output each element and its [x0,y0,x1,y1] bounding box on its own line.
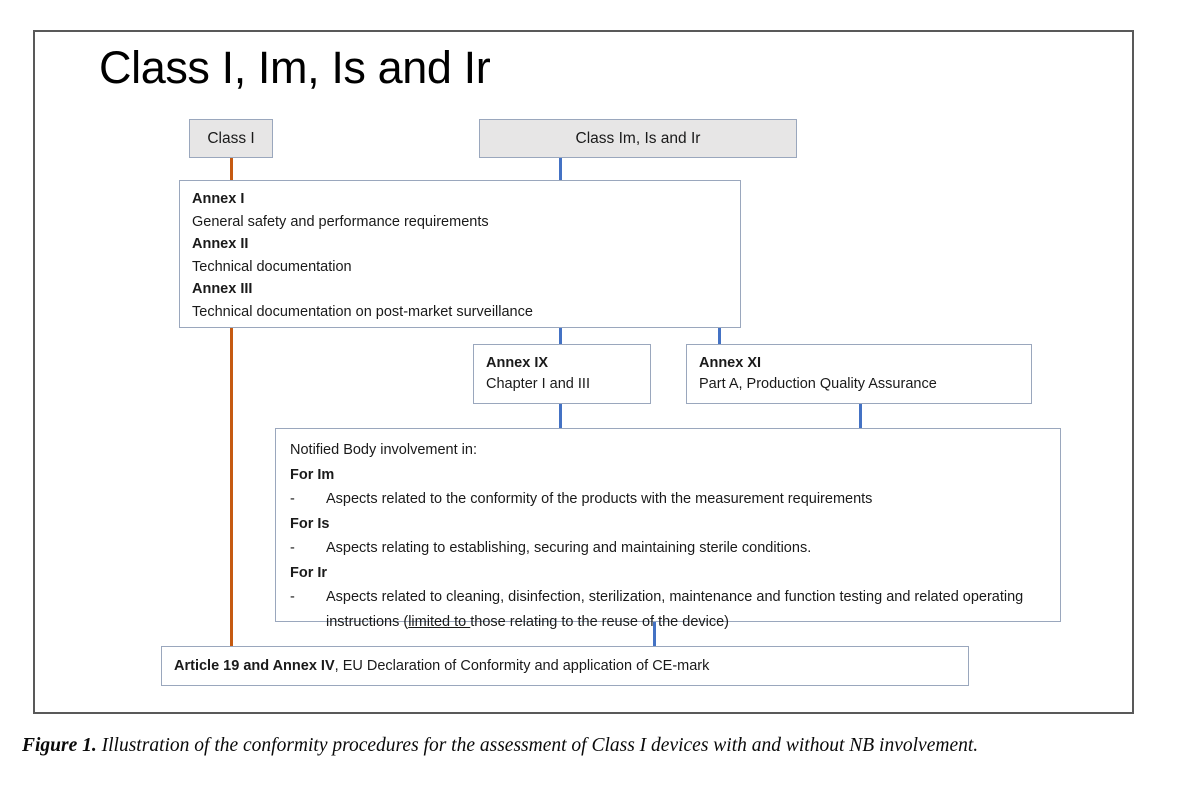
notified-body-bullet-ir-line1: Aspects related to cleaning, disinfectio… [326,589,911,605]
notified-body-bullet-is: - Aspects relating to establishing, secu… [290,536,1046,561]
notified-body-bullet-ir-underlined: limited to [408,613,471,630]
article-19-line: Article 19 and Annex IV, EU Declaration … [162,656,709,677]
connector-annex-ix-to-notified-body [559,404,562,429]
bullet-marker-icon: - [290,589,295,605]
notified-body-bullet-im-text: Aspects related to the conformity of the… [326,491,873,507]
annex-ii-description: Technical documentation [192,258,352,275]
annex-xi-description: Part A, Production Quality Assurance [699,376,937,392]
annex-i-description: General safety and performance requireme… [192,213,489,230]
node-class-im-is-ir[interactable]: Class Im, Is and Ir [479,119,797,158]
node-class-i[interactable]: Class I [189,119,273,158]
diagram-title: Class I, Im, Is and Ir [99,39,491,97]
notified-body-bullet-ir: - Aspects related to cleaning, disinfect… [290,585,1046,634]
notified-body-bullet-ir-text: Aspects related to cleaning, disinfectio… [326,585,1046,634]
figure-caption: Figure 1. Illustration of the conformity… [22,731,1168,761]
figure-frame: Class I, Im, Is and Ir Class I Class Im,… [33,30,1134,714]
node-article-19[interactable]: Article 19 and Annex IV, EU Declaration … [161,646,969,686]
annex-i-title: Annex I [192,191,245,207]
notified-body-bullet-ir-line2-post: those relating to the reuse of the devic… [470,613,730,630]
node-annexes[interactable]: Annex I General safety and performance r… [179,180,741,328]
annex-iii-title: Annex III [192,281,253,297]
bullet-marker-icon: - [290,540,295,556]
node-notified-body[interactable]: Notified Body involvement in: For Im - A… [275,428,1061,630]
connector-class-i-to-annexes [230,158,233,181]
annex-iii-description: Technical documentation on post-market s… [192,303,533,320]
notified-body-bullet-ir-line2-pre: related operating instructions ( [326,589,1024,630]
notified-body-group-label-ir: For Ir [290,564,328,581]
connector-orange-spine-to-article-19 [230,328,233,651]
article-19-bold: Article 19 and Annex IV [174,657,335,674]
annex-ix-description: Chapter I and III [486,376,590,392]
annex-xi-title: Annex XI [699,355,762,371]
notified-body-heading: Notified Body involvement in: [290,442,477,458]
bullet-marker-icon: - [290,491,295,507]
connector-class-im-to-annexes [559,158,562,181]
annex-ii-title: Annex II [192,236,249,252]
figure-caption-text: Illustration of the conformity procedure… [101,735,979,756]
node-annex-xi[interactable]: Annex XI Part A, Production Quality Assu… [686,344,1032,404]
figure-caption-label: Figure 1. [22,735,97,756]
diagram-title-text: Class I, Im, Is and Ir [99,42,491,93]
notified-body-bullet-im: - Aspects related to the conformity of t… [290,487,1046,512]
notified-body-bullet-is-text: Aspects relating to establishing, securi… [326,540,812,556]
notified-body-group-label-is: For Is [290,515,330,532]
article-19-rest: , EU Declaration of Conformity and appli… [334,657,710,674]
connector-annexes-to-annex-ix [559,328,562,345]
node-annex-ix[interactable]: Annex IX Chapter I and III [473,344,651,404]
node-class-i-label: Class I [207,130,255,147]
notified-body-group-label-im: For Im [290,466,335,483]
flow-diagram: Class I, Im, Is and Ir Class I Class Im,… [35,32,1132,712]
connector-annex-xi-to-notified-body [859,404,862,429]
connector-annexes-to-annex-xi [718,328,721,345]
connector-notified-body-to-article-19 [653,622,656,647]
annex-ix-title: Annex IX [486,355,549,371]
node-class-im-is-ir-label: Class Im, Is and Ir [575,130,701,147]
